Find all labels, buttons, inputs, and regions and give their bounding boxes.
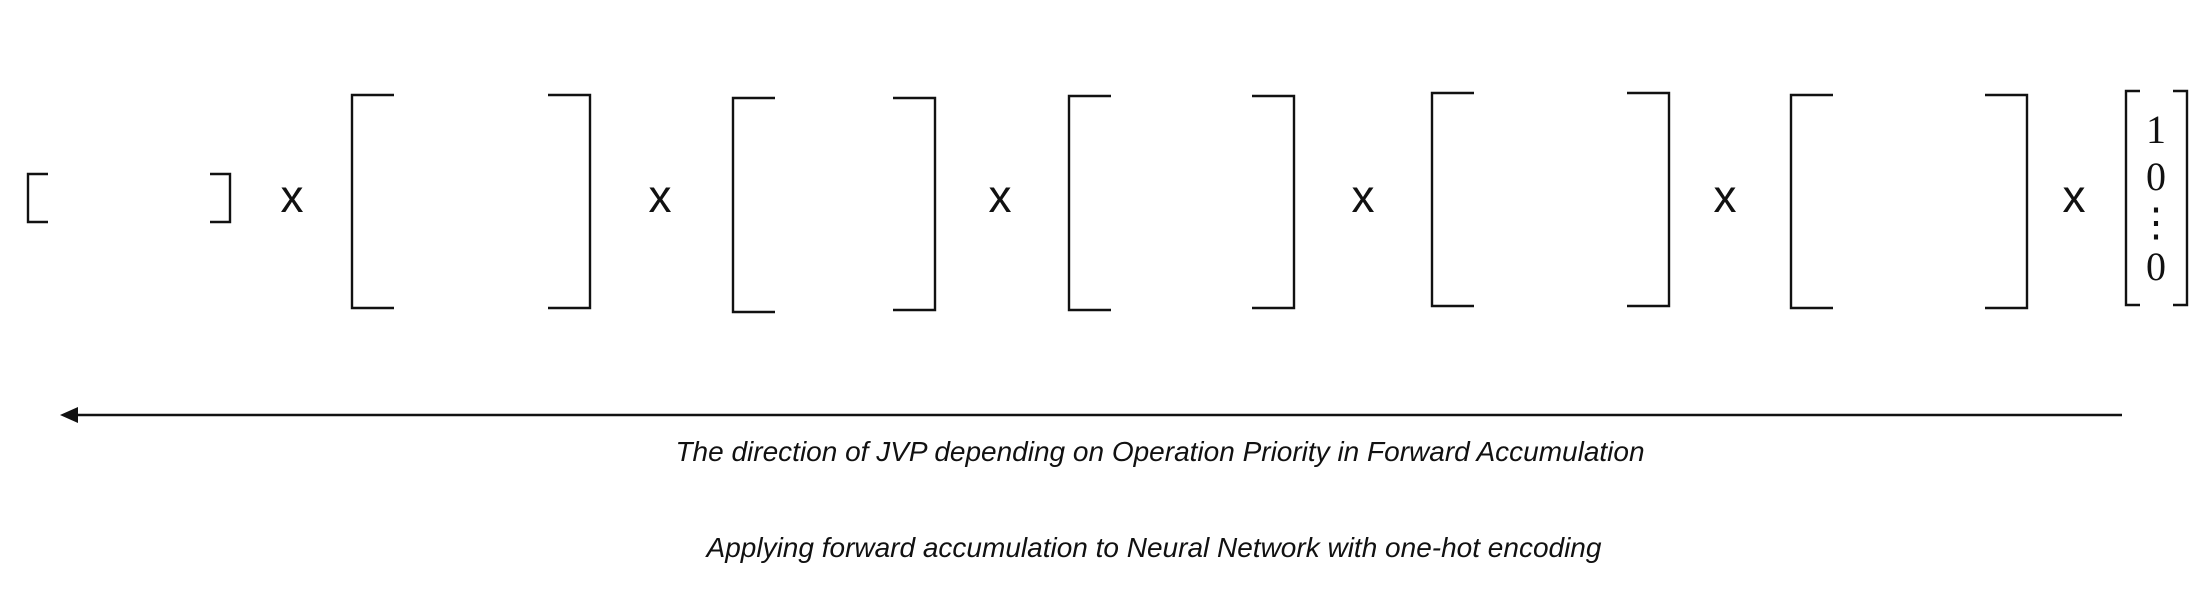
caption-title: Applying forward accumulation to Neural … (705, 532, 1602, 563)
matrix-5-left-bracket (1430, 91, 1474, 308)
matrix-3-right-bracket (893, 96, 937, 312)
matrix-2-left-bracket (350, 93, 394, 310)
onehot-entry-2: 0 (2146, 154, 2166, 199)
matrix-6-left-bracket (1789, 93, 1833, 310)
matrix-6 (1789, 93, 2029, 310)
onehot-vector: 1 0 ⋮ 0 (2124, 89, 2189, 307)
matrix-5 (1430, 91, 1671, 308)
times-symbol-2: x (649, 170, 672, 222)
matrix-2 (350, 93, 592, 310)
matrix-6-right-bracket (1985, 93, 2029, 310)
times-symbol-3: x (989, 170, 1012, 222)
onehot-entry-1: 1 (2146, 107, 2166, 152)
onehot-entry-3: 0 (2146, 244, 2166, 289)
matrix-5-right-bracket (1627, 91, 1671, 308)
times-symbol-1: x (281, 170, 304, 222)
matrix-3-left-bracket (731, 96, 775, 314)
matrix-3 (731, 96, 937, 314)
matrix-1-left-bracket (26, 172, 48, 224)
onehot-vector-left-bracket (2124, 89, 2140, 307)
matrix-2-right-bracket (548, 93, 592, 310)
onehot-entry-ellipsis: ⋮ (2136, 200, 2176, 245)
jvp-direction-arrow (60, 407, 2122, 423)
onehot-vector-right-bracket (2173, 89, 2189, 307)
matrix-4-right-bracket (1252, 94, 1296, 310)
times-symbol-4: x (1352, 170, 1375, 222)
matrix-4-left-bracket (1067, 94, 1111, 312)
matrix-1-right-bracket (210, 172, 232, 224)
times-symbol-5: x (1714, 170, 1737, 222)
times-symbol-6: x (2063, 170, 2086, 222)
caption-direction: The direction of JVP depending on Operat… (675, 436, 1644, 467)
matrix-1 (26, 172, 232, 224)
arrowhead-left-icon (60, 407, 78, 423)
matrix-4 (1067, 94, 1296, 312)
